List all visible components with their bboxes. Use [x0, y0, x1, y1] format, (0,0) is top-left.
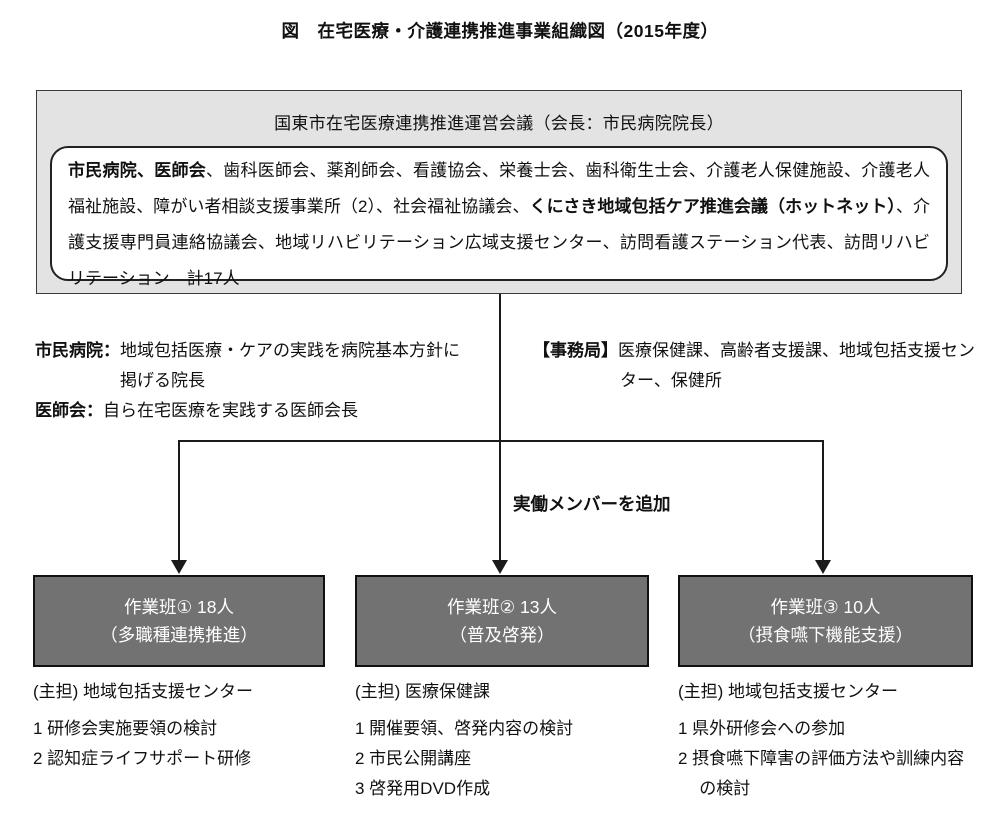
note-doctor-label: 医師会： [35, 401, 103, 420]
workgroup-1-box: 作業班① 18人 （多職種連携推進） [33, 575, 325, 667]
note-line-1: 市民病院：地域包括医療・ケアの実践を病院基本方針に [35, 336, 505, 366]
task-item: 1 開催要領、啓発内容の検討 [355, 719, 574, 738]
workgroup-2-box: 作業班② 13人 （普及啓発） [355, 575, 649, 667]
workgroup-2-title: 作業班② 13人 [446, 597, 557, 617]
secretariat-line-1: 【事務局】医療保健課、高齢者支援課、地域包括支援セン [533, 336, 983, 366]
task-item: 3 啓発用DVD作成 [355, 779, 491, 798]
arrowhead-workgroup-1 [171, 560, 187, 574]
note-doctor-text: 自ら在宅医療を実践する医師会長 [103, 401, 358, 420]
note-line-3: 医師会：自ら在宅医療を実践する医師会長 [35, 396, 505, 426]
workgroup-1-subtitle: （多職種連携推進） [100, 625, 258, 645]
workgroup-1-tasks: 1 研修会実施要領の検討 2 認知症ライフサポート研修 [33, 714, 333, 774]
workgroup-3-subtitle: （摂食嚥下機能支援） [738, 625, 913, 645]
connector-center-line [499, 294, 501, 564]
workgroup-2-lead: (主担) 医療保健課 [355, 682, 491, 701]
workgroup-3-box: 作業班③ 10人 （摂食嚥下機能支援） [678, 575, 973, 667]
council-box: 国東市在宅医療連携推進運営会議（会長：市民病院院長） 市民病院、医師会、歯科医師… [36, 90, 962, 294]
secretariat-label: 【事務局】 [533, 341, 618, 360]
workgroup-3-title: 作業班③ 10人 [770, 597, 881, 617]
note-hospital-doctor: 市民病院：地域包括医療・ケアの実践を病院基本方針に 掲げる院長 医師会：自ら在宅… [35, 336, 505, 426]
workgroup-2-tasks: 1 開催要領、啓発内容の検討 2 市民公開講座 3 啓発用DVD作成 [355, 714, 655, 804]
members-mid: 、歯科医師会、薬剤師会、看護協会、栄養士会、歯科衛生士会、介護老人保健施設、介護… [68, 161, 931, 216]
members-bold-lead: 市民病院、医師会 [68, 161, 206, 180]
note-hospital-label: 市民病院： [35, 341, 120, 360]
task-item: 2 認知症ライフサポート研修 [33, 749, 252, 768]
arrowhead-workgroup-3 [815, 560, 831, 574]
workgroup-1-title: 作業班① 18人 [123, 597, 234, 617]
note-line-2: 掲げる院長 [120, 371, 205, 390]
connector-branch-line [178, 440, 824, 442]
workgroup-3-tasks: 1 県外研修会への参加 2 摂食嚥下障害の評価方法や訓練内容の検討 [678, 714, 980, 804]
connector-right-line [822, 440, 824, 564]
council-header: 国東市在宅医療連携推進運営会議（会長：市民病院院長） [274, 114, 724, 133]
workgroup-3-lead: (主担) 地域包括支援センター [678, 682, 899, 701]
connector-left-line [178, 440, 180, 564]
task-item: 1 県外研修会への参加 [678, 719, 846, 738]
members-tail: 、介護支援専門員連絡協議会、地域リハビリテーション広域支援センター、訪問看護ステ… [68, 197, 930, 288]
task-item: 2 摂食嚥下障害の評価方法や訓練内容の検討 [678, 749, 965, 798]
workgroup-1-lead: (主担) 地域包括支援センター [33, 682, 254, 701]
secretariat-line-2: ター、保健所 [620, 371, 722, 390]
task-item: 2 市民公開講座 [355, 749, 472, 768]
arrow-label: 実働メンバーを追加 [513, 494, 671, 514]
council-members-box: 市民病院、医師会、歯科医師会、薬剤師会、看護協会、栄養士会、歯科衛生士会、介護老… [50, 146, 948, 288]
members-bold-mid: くにさき地域包括ケア推進会議（ホットネット） [529, 197, 896, 216]
secretariat-text: 医療保健課、高齢者支援課、地域包括支援セン [618, 341, 975, 360]
task-item: 1 研修会実施要領の検討 [33, 719, 218, 738]
workgroup-2-subtitle: （普及啓発） [449, 625, 555, 645]
note-hospital-text: 地域包括医療・ケアの実践を病院基本方針に [120, 341, 460, 360]
figure-title: 図 在宅医療・介護連携推進事業組織図（2015年度） [281, 21, 719, 41]
note-secretariat: 【事務局】医療保健課、高齢者支援課、地域包括支援セン ター、保健所 [533, 336, 983, 396]
arrowhead-workgroup-2 [492, 560, 508, 574]
